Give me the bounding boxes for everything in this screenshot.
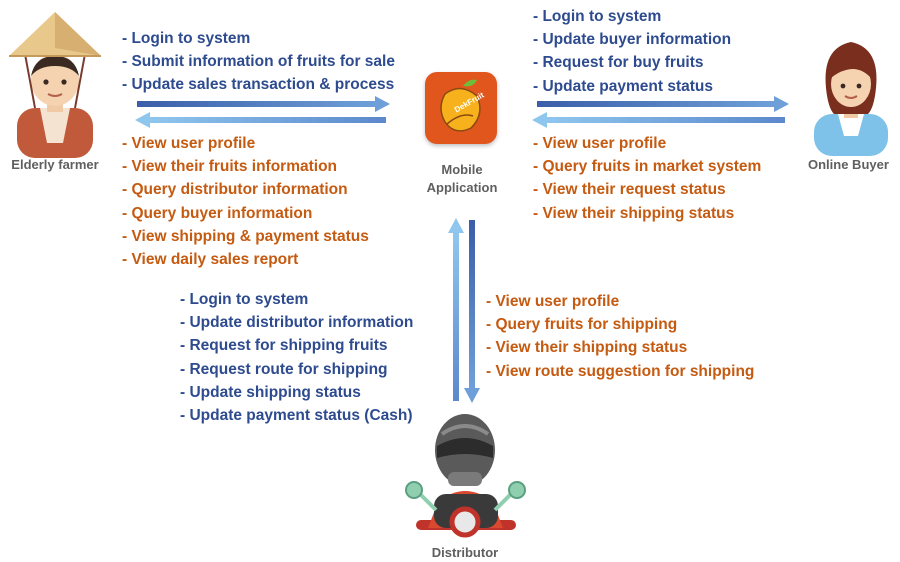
buyer-requests-list: - Login to system - Update buyer informa… bbox=[533, 5, 731, 98]
buyer-responses-list: - View user profile - Query fruits in ma… bbox=[533, 132, 761, 225]
list-item: - Update payment status (Cash) bbox=[180, 406, 413, 424]
list-item: - Query fruits for shipping bbox=[486, 316, 678, 334]
list-item: - View daily sales report bbox=[122, 250, 299, 268]
list-item: - Request for shipping fruits bbox=[180, 337, 388, 355]
farmer-label: Elderly farmer bbox=[11, 157, 99, 172]
list-item: - View user profile bbox=[533, 135, 667, 152]
buyer-avatar-icon bbox=[808, 28, 894, 156]
farmer-requests-list: - Login to system - Submit information o… bbox=[122, 27, 395, 97]
distributor-requests-list: - Login to system - Update distributor i… bbox=[180, 288, 413, 427]
arrow-farmer-to-app bbox=[137, 96, 390, 112]
list-item: - Request route for shipping bbox=[180, 360, 388, 378]
buyer-label: Online Buyer bbox=[808, 157, 889, 172]
list-item: - Login to system bbox=[180, 291, 309, 308]
arrow-app-to-buyer bbox=[532, 112, 785, 128]
list-item: - View route suggestion for shipping bbox=[486, 362, 755, 380]
list-item: - Request for buy fruits bbox=[533, 54, 704, 72]
arrow-app-to-farmer bbox=[135, 112, 386, 128]
farmer-responses-list: - View user profile - View their fruits … bbox=[122, 132, 369, 271]
distributor-label: Distributor bbox=[431, 545, 499, 560]
list-item: - View shipping & payment status bbox=[122, 227, 369, 245]
list-item: - Update buyer information bbox=[533, 31, 732, 49]
list-item: - Update shipping status bbox=[180, 383, 361, 401]
distributor-responses-list: - View user profile - Query fruits for s… bbox=[486, 290, 754, 383]
list-item: - Query distributor information bbox=[122, 181, 348, 199]
app-label: Mobile Application bbox=[410, 161, 514, 197]
list-item: - View user profile bbox=[122, 135, 256, 152]
list-item: - Login to system bbox=[533, 8, 662, 25]
list-item: - Update payment status bbox=[533, 77, 714, 95]
app-label-line2: Application bbox=[426, 180, 498, 195]
list-item: - View their request status bbox=[533, 181, 726, 199]
list-item: - View their shipping status bbox=[533, 204, 735, 222]
mango-app-logo-icon[interactable]: DekFruit bbox=[425, 72, 497, 144]
arrow-app-to-distributor bbox=[464, 220, 480, 403]
list-item: - Update distributor information bbox=[180, 314, 414, 332]
app-label-line1: Mobile bbox=[441, 162, 483, 177]
list-item: - Login to system bbox=[122, 30, 251, 47]
motorcycle-rider-icon bbox=[398, 410, 533, 546]
list-item: - Update sales transaction & process bbox=[122, 76, 395, 94]
farmer-avatar-icon bbox=[5, 8, 105, 158]
list-item: - Query fruits in market system bbox=[533, 158, 762, 176]
list-item: - View their fruits information bbox=[122, 158, 338, 176]
arrow-buyer-to-app bbox=[537, 96, 789, 112]
list-item: - View user profile bbox=[486, 293, 620, 310]
arrow-distributor-to-app bbox=[448, 218, 464, 401]
list-item: - Submit information of fruits for sale bbox=[122, 53, 395, 71]
list-item: - View their shipping status bbox=[486, 339, 688, 357]
list-item: - Query buyer information bbox=[122, 204, 313, 222]
